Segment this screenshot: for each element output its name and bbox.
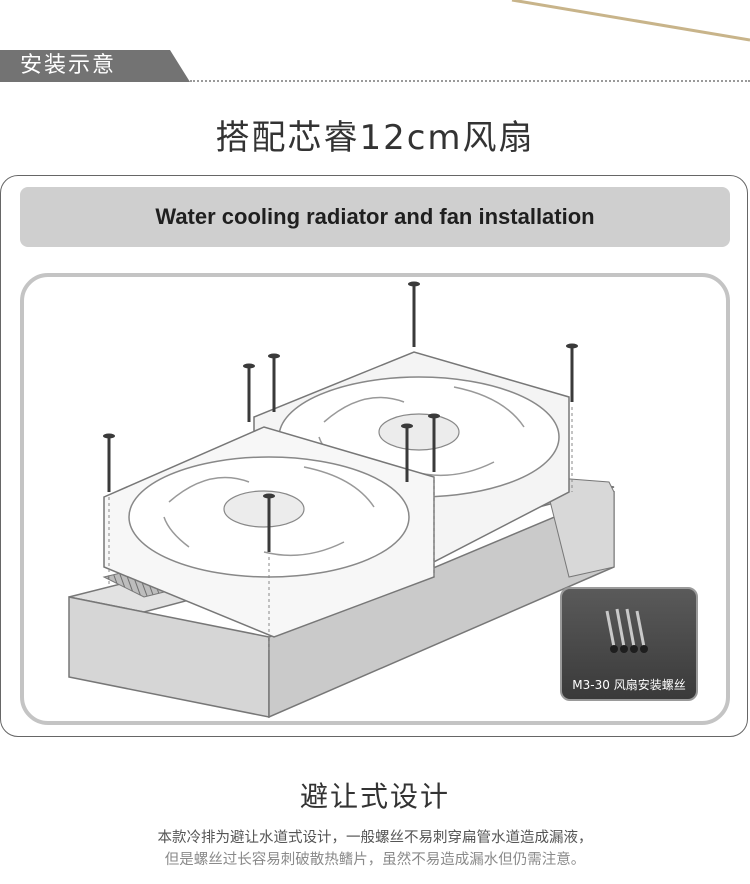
radiator-fan-illustration [68, 281, 615, 719]
section-tab: 安装示意 [0, 50, 190, 82]
mounting-screws [107, 285, 574, 552]
design-description-line1: 本款冷排为避让水道式设计，一般螺丝不易刺穿扁管水道造成漏液， [157, 830, 593, 846]
banner-text: Water cooling radiator and fan installat… [155, 204, 595, 229]
design-title: 避让式设计 [299, 780, 450, 813]
page-title: 搭配芯睿12cm风扇 [215, 118, 535, 158]
screw-bundle-icon [605, 608, 648, 653]
decorative-corner-line [511, 0, 750, 42]
dotted-divider [190, 80, 750, 82]
design-description-line2: 但是螺丝过长容易刺破散热鳍片，虽然不易造成漏水但仍需注意。 [164, 852, 586, 868]
inset-caption: M3-30 风扇安装螺丝 [572, 678, 686, 692]
section-tab-label: 安装示意 [20, 53, 117, 78]
installation-panel [0, 175, 748, 737]
screw-inset: M3-30 风扇安装螺丝 [560, 587, 698, 701]
installation-banner: Water cooling radiator and fan installat… [20, 187, 730, 247]
